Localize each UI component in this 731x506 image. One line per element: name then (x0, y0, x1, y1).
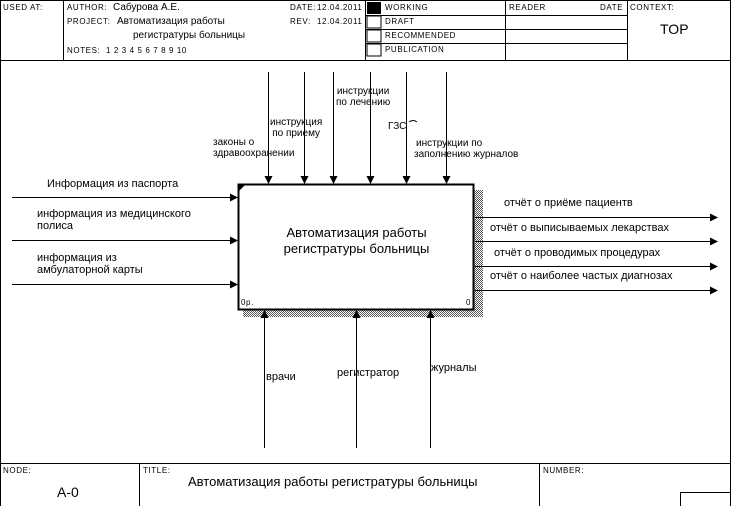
context-value: TOP (660, 21, 689, 37)
activity-title: Автоматизация работы регистратуры больни… (239, 225, 474, 257)
used-at-label: USED AT: (3, 3, 43, 12)
control-arrows (264, 72, 451, 184)
box-number: 0 (466, 298, 472, 307)
node-label: NODE: (3, 466, 32, 475)
activity-title-line1: Автоматизация работы (286, 225, 427, 240)
status-draft: DRAFT (385, 17, 415, 26)
output-label-medicines: отчёт о выписываемых лекарствах (490, 222, 669, 234)
node-value: A-0 (57, 484, 79, 500)
activity-title-line2: регистратуры больницы (283, 241, 430, 256)
rev-value: 12.04.2011 (317, 17, 363, 26)
box-corner-mark (239, 185, 245, 191)
output-label-reception: отчёт о приёме пациентв (504, 197, 633, 209)
notes-numbers: 1 2 3 4 5 6 7 8 9 10 (106, 46, 187, 55)
input-label-insurance: информация из медицинского полиса (37, 208, 191, 232)
title-label: TITLE: (143, 466, 171, 475)
reader-label: READER (509, 3, 546, 12)
box-cost: 0р. (241, 298, 254, 307)
control-label-reception: инструкция по приему (270, 117, 323, 139)
input-label-passport: Информация из паспорта (47, 178, 179, 190)
reader-date-label: DATE (600, 3, 624, 12)
activity-box (237, 183, 475, 311)
author-name: Сабурова А.Е. (113, 2, 180, 13)
number-label: NUMBER: (543, 466, 585, 475)
context-label: CONTEXT: (630, 3, 675, 12)
control-label-journals-fill: инструкции по заполнению журналов (414, 138, 519, 160)
project-name-line1: Автоматизация работы (117, 16, 225, 27)
label-squiggle (408, 120, 418, 123)
output-label-diagnoses: отчёт о наиболее частых диагнозах (490, 270, 673, 282)
input-label-card: информация из амбулаторной карты (37, 252, 143, 276)
status-publication: PUBLICATION (385, 45, 445, 54)
publication-status-box (366, 43, 382, 57)
notes-label: NOTES: (67, 46, 101, 55)
input-arrows (12, 193, 238, 289)
control-label-treatment: инструкции по лечению (336, 86, 391, 108)
author-label: AUTHOR: (67, 3, 108, 12)
project-name-line2: регистратуры больницы (133, 30, 246, 41)
recommended-status-box (366, 29, 382, 43)
diagram-title: Автоматизация работы регистратуры больни… (188, 474, 478, 489)
date-value: 12.04.2011 (317, 3, 363, 12)
working-status-marker (367, 2, 381, 14)
mechanism-label-doctors: врачи (266, 371, 296, 383)
mechanism-label-journals: журналы (431, 362, 477, 374)
output-arrows (475, 213, 718, 295)
date-label: DATE: (290, 3, 316, 12)
draft-status-box (366, 15, 382, 29)
project-label: PROJECT: (67, 17, 111, 26)
control-label-laws: законы о здравоохранении (213, 137, 295, 159)
output-label-procedures: отчёт о проводимых процедурах (494, 247, 661, 259)
status-recommended: RECOMMENDED (385, 31, 457, 40)
status-working: WORKING (385, 3, 429, 12)
control-label-gzs: ГЗС (388, 121, 407, 132)
rev-label: REV: (290, 17, 311, 26)
mechanism-arrows (260, 310, 435, 448)
mechanism-label-registrar: регистратор (337, 367, 400, 379)
